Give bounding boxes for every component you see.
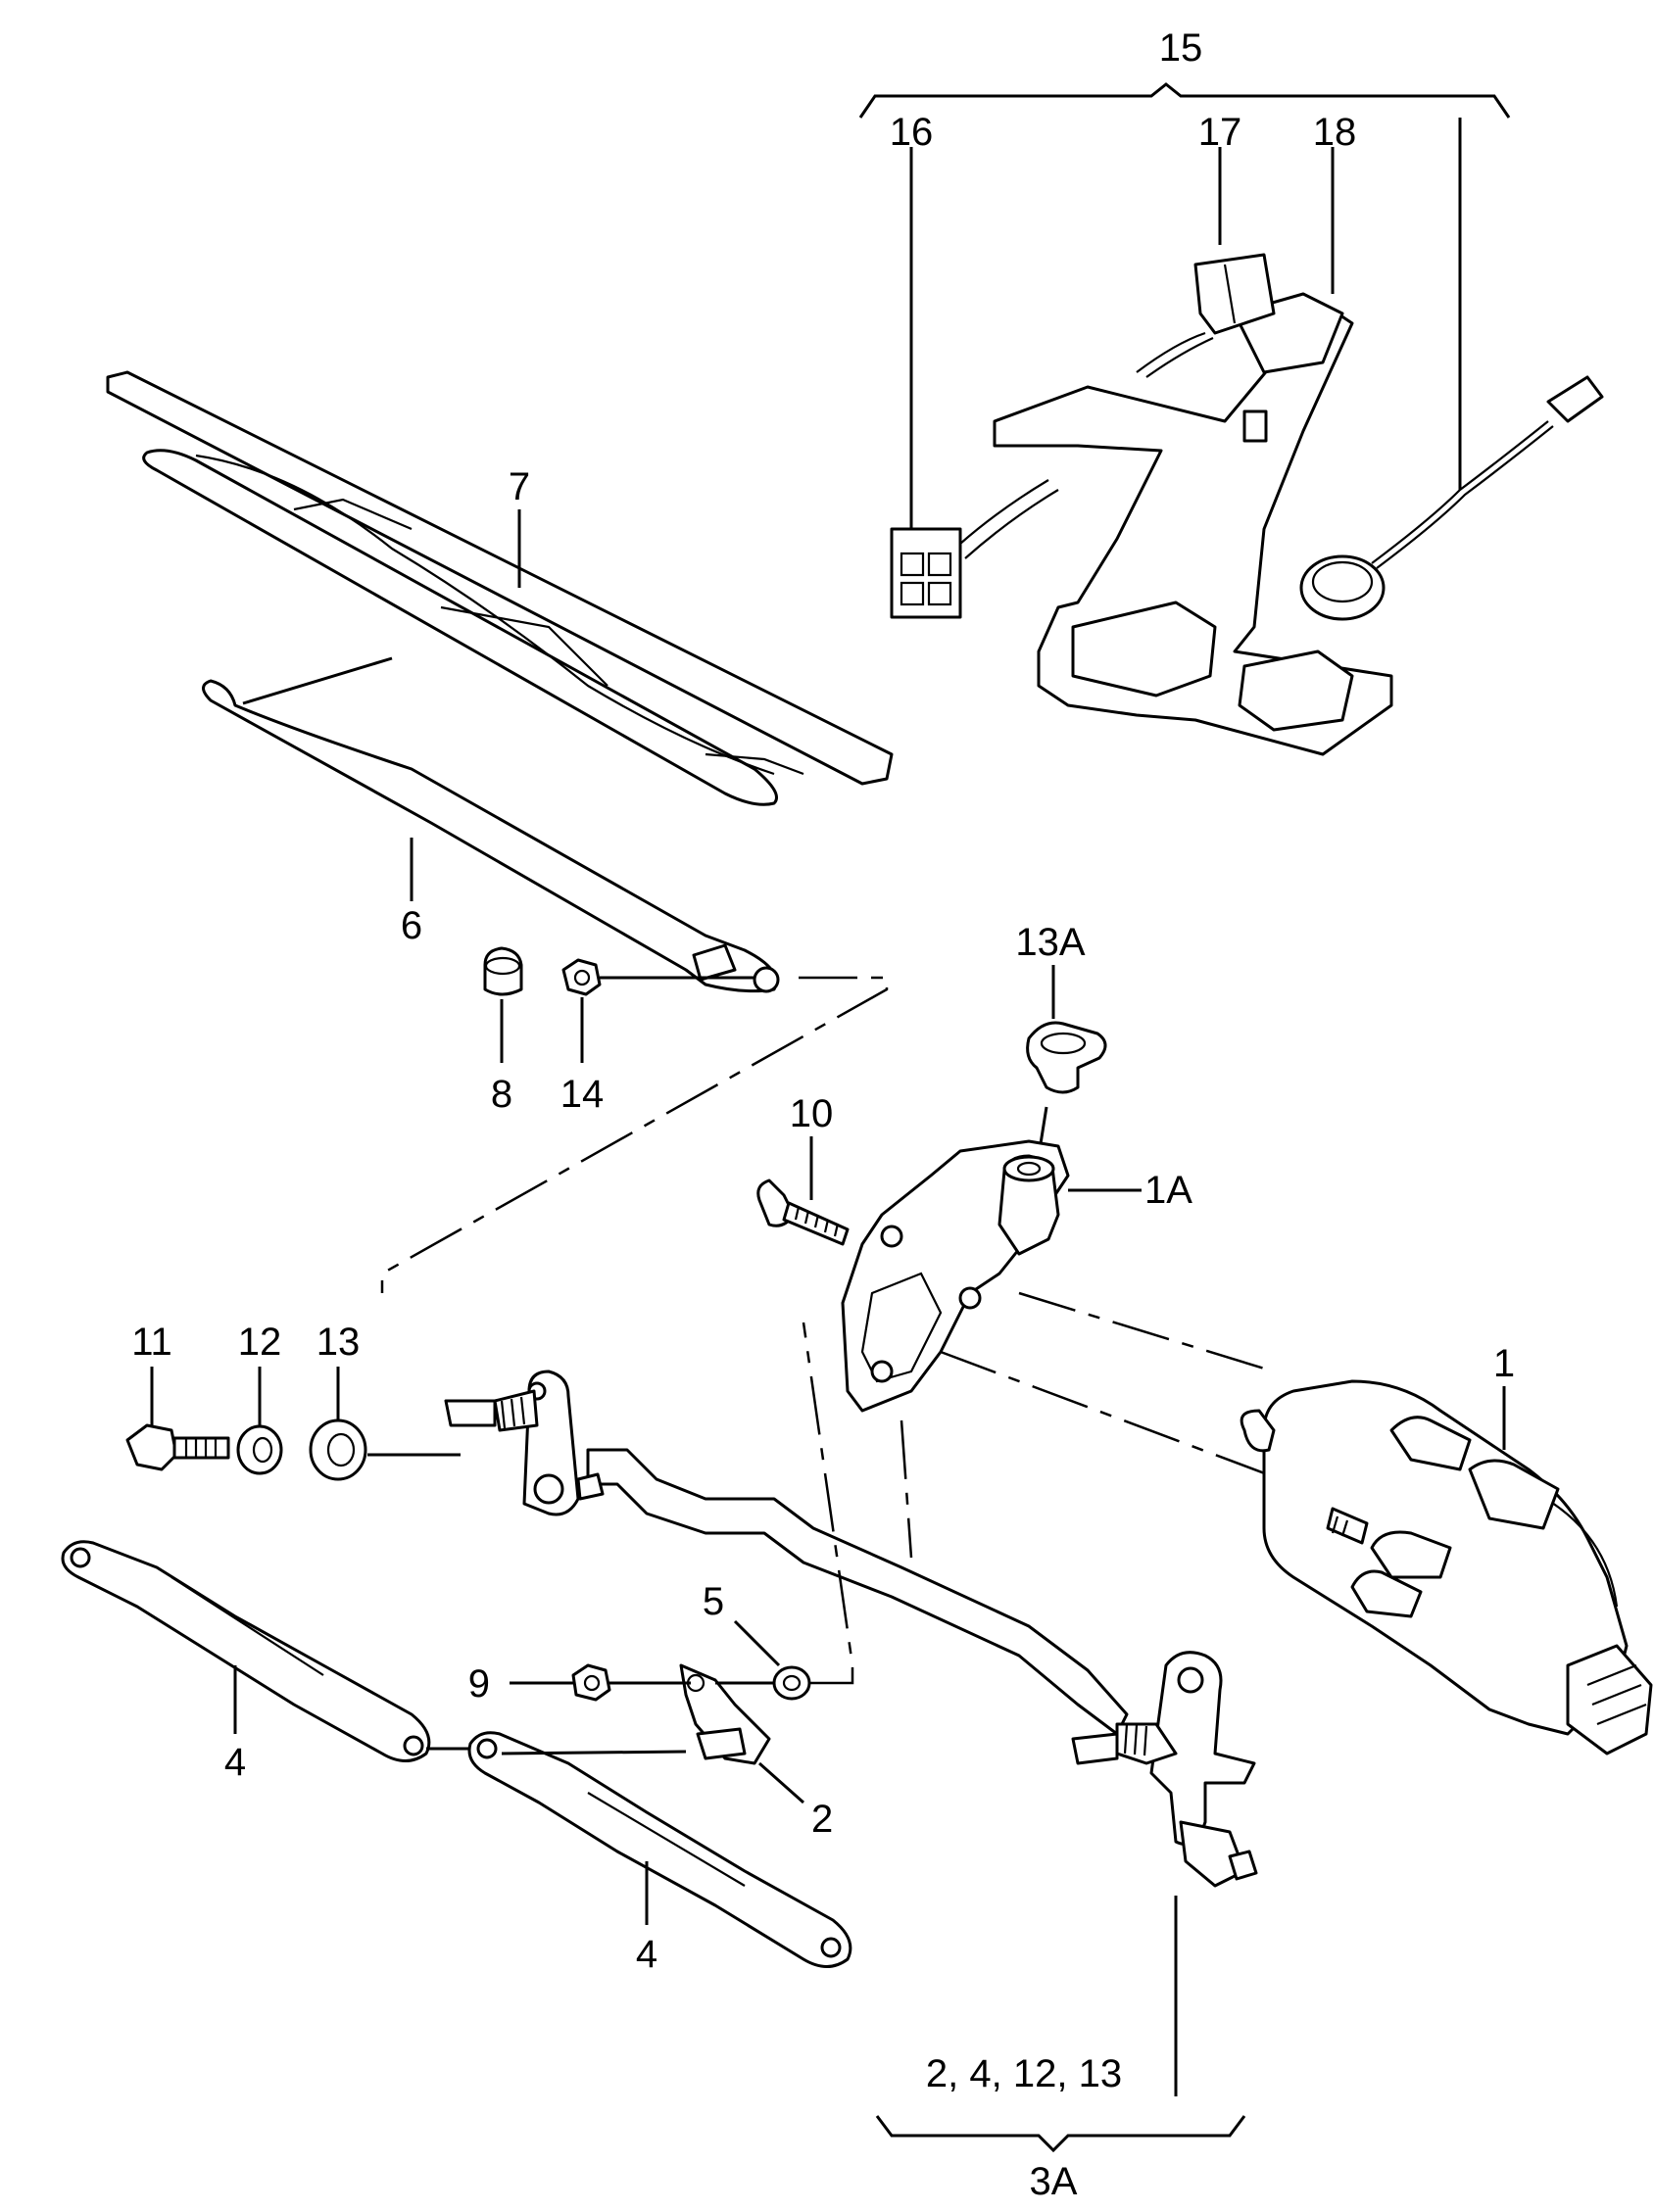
label-12: 12 xyxy=(238,1321,282,1364)
axis-rod-lower xyxy=(501,1750,687,1755)
label-4-lower: 4 xyxy=(636,1933,657,1976)
group-15-bracket xyxy=(858,82,1511,534)
group-3a-bracket xyxy=(875,2115,1246,2153)
washer-12 xyxy=(236,1424,283,1475)
grommet-13a xyxy=(1026,1021,1107,1094)
wiper-linkage-3a xyxy=(444,1370,1258,1888)
wiper-blade-7 xyxy=(106,370,894,806)
label-3a: 3A xyxy=(1030,2160,1078,2203)
nut-9 xyxy=(571,1663,611,1702)
label-1a: 1A xyxy=(1144,1169,1192,1212)
motor-bracket-1a xyxy=(841,1139,1070,1413)
axis-line-arm xyxy=(380,976,889,1293)
connecting-rod-4-upper xyxy=(61,1540,431,1762)
label-16: 16 xyxy=(890,111,934,154)
connecting-rod-4-lower xyxy=(467,1731,852,1968)
nut-14 xyxy=(561,958,602,996)
label-15: 15 xyxy=(1159,26,1203,70)
label-14: 14 xyxy=(560,1073,605,1116)
connector-16 xyxy=(890,479,1059,619)
connector-17 xyxy=(1136,253,1276,378)
axis-line-motor-a xyxy=(1018,1291,1275,1373)
wiper-arm-6 xyxy=(202,656,780,993)
label-7: 7 xyxy=(509,465,530,508)
axis-line-bracket xyxy=(900,1419,913,1559)
harness-carrier-plate xyxy=(993,292,1393,756)
washer-5 xyxy=(772,1665,811,1701)
label-6: 6 xyxy=(401,904,422,947)
axis-line-5 xyxy=(802,1322,854,1685)
leader-2 xyxy=(758,1761,804,1804)
label-18: 18 xyxy=(1313,111,1357,154)
label-17: 17 xyxy=(1198,111,1242,154)
bushing-13 xyxy=(309,1419,367,1481)
label-2: 2 xyxy=(811,1798,833,1841)
label-13a: 13A xyxy=(1015,921,1085,964)
label-5: 5 xyxy=(703,1580,724,1623)
label-8: 8 xyxy=(491,1073,512,1116)
cap-8 xyxy=(483,946,523,996)
label-4-upper: 4 xyxy=(224,1741,246,1784)
bearing-2 xyxy=(679,1663,771,1765)
sensor-lead xyxy=(1299,375,1604,621)
bolt-11 xyxy=(125,1423,230,1471)
leader-5 xyxy=(733,1619,781,1667)
label-9: 9 xyxy=(468,1662,490,1706)
label-13: 13 xyxy=(316,1321,361,1364)
bolt-10 xyxy=(756,1178,850,1246)
wiper-motor-1 xyxy=(1240,1379,1653,1755)
label-1: 1 xyxy=(1493,1342,1515,1385)
label-10: 10 xyxy=(790,1092,834,1135)
label-11: 11 xyxy=(131,1321,172,1364)
label-3a-items: 2, 4, 12, 13 xyxy=(926,2052,1122,2095)
